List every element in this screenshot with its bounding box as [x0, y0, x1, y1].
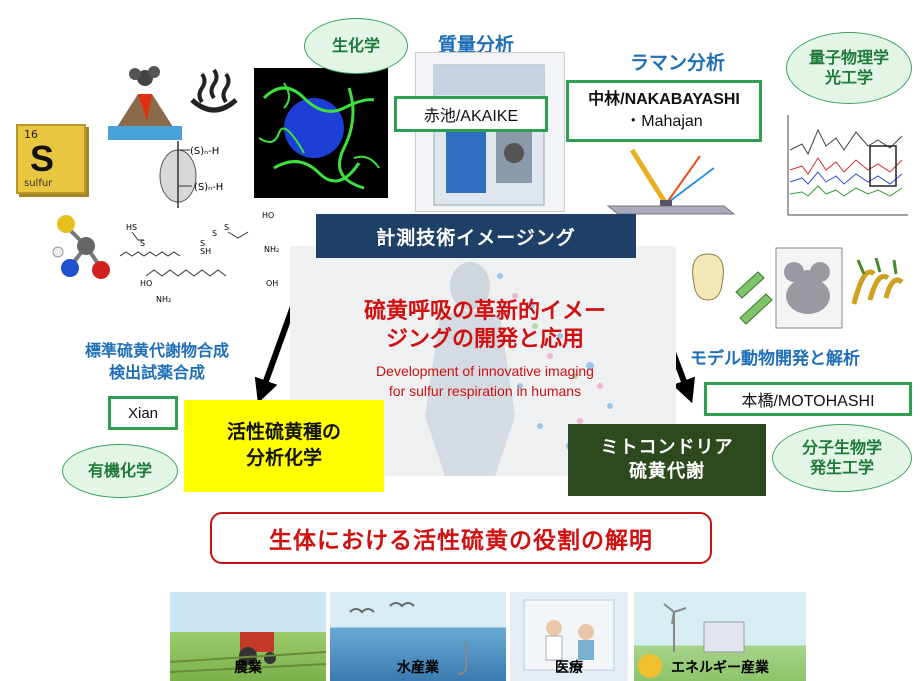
cysteine-3d-model: [46, 206, 114, 286]
svg-text:NH₂: NH₂: [156, 295, 171, 304]
sulfur-symbol: S: [30, 138, 55, 179]
center-jp-line2: ジングの開発と応用: [385, 326, 584, 352]
svg-text:HO: HO: [140, 279, 152, 288]
label-nakabayashi: 中林/NAKABAYASHI ・Mahajan: [566, 80, 762, 142]
sector-energy: エネルギー産業: [634, 592, 806, 681]
volcano-icon: [108, 66, 182, 140]
raman-spectrum-chart: [778, 110, 912, 226]
label-motohashi: 本橋/MOTOHASHI: [704, 382, 912, 416]
mass-spec-title: 質量分析: [438, 34, 515, 56]
center-en-line2: for sulfur respiration in humans: [388, 383, 582, 400]
svg-text:S: S: [200, 239, 205, 248]
bubble-quantum-physics: 量子物理学 光工学: [786, 32, 912, 104]
bubble-quantum-line2: 光工学: [824, 68, 873, 87]
synthesis-text: 標準硫黄代謝物合成 検出試薬合成: [52, 340, 262, 385]
sector-fisheries-label: 水産業: [397, 660, 439, 676]
sector-energy-label: エネルギー産業: [671, 660, 769, 676]
sulfur-element-tile: 16 S sulfur: [16, 124, 86, 194]
svg-text:OH: OH: [266, 279, 278, 288]
raman-optics-diagram: [604, 142, 736, 220]
mass-spectrometer-image: [415, 52, 565, 212]
bubble-molecular-biology: 分子生物学 発生工学: [772, 424, 912, 492]
center-title-block: 硫黄呼吸の革新的イメー ジングの開発と応用 Development of inn…: [310, 298, 660, 402]
synthesis-line2: 検出試薬合成: [108, 363, 205, 383]
bubble-organic-chemistry: 有機化学: [62, 444, 178, 498]
model-animal-title: モデル動物開発と解析: [690, 349, 860, 369]
svg-text:SH: SH: [200, 247, 211, 256]
bubble-molbio-line2: 発生工学: [809, 458, 874, 477]
raman-title: ラマン分析: [630, 52, 726, 74]
label-akaike: 赤池/AKAIKE: [394, 96, 548, 132]
yellow-box-line2: 分析化学: [245, 447, 322, 469]
bubble-biochemistry: 生化学: [304, 18, 408, 74]
sulfur-name: sulfur: [24, 178, 53, 189]
sulfur-atomic-number: 16: [24, 128, 38, 141]
svg-text:S: S: [140, 239, 145, 248]
svg-text:(S)ₙ-H: (S)ₙ-H: [194, 182, 223, 193]
svg-text:NH₂: NH₂: [264, 245, 279, 254]
sector-agriculture-label: 農業: [234, 660, 262, 676]
box-active-sulfur-analytical-chemistry: 活性硫黄種の 分析化学: [184, 400, 384, 492]
sector-agriculture: 農業: [170, 592, 326, 681]
yellow-box-line1: 活性硫黄種の: [226, 421, 341, 444]
box-imaging-technology: 計測技術イメージング: [316, 214, 636, 258]
sector-fisheries: 水産業: [330, 592, 506, 681]
model-animals-illustration: [692, 247, 904, 329]
nakabayashi-line1: 中林/NAKABAYASHI: [588, 91, 740, 109]
goal-box: 生体における活性硫黄の役割の解明: [210, 512, 712, 564]
svg-text:S: S: [224, 223, 229, 232]
box-mitochondria-sulfur-metabolism: ミトコンドリア 硫黄代謝: [568, 424, 766, 496]
nakabayashi-line2: ・Mahajan: [625, 113, 703, 130]
svg-text:HO: HO: [262, 211, 274, 220]
bubble-quantum-line1: 量子物理学: [808, 48, 889, 67]
sector-medical: 医療: [510, 592, 628, 681]
synthesis-line1: 標準硫黄代謝物合成: [84, 341, 229, 360]
green-box-line2: 硫黄代謝: [629, 461, 705, 482]
center-jp-line1: 硫黄呼吸の革新的イメー: [363, 299, 606, 324]
bubble-molbio-line1: 分子生物学: [801, 438, 882, 457]
center-en-line1: Development of innovative imaging: [376, 363, 594, 379]
svg-text:S: S: [212, 229, 217, 238]
svg-text:HS: HS: [126, 223, 137, 232]
label-xian: Xian: [108, 396, 178, 430]
svg-text:(S)ₙ-H: (S)ₙ-H: [190, 146, 219, 157]
protein-persulfide-diagram: (S)ₙ-H (S)ₙ-H: [150, 136, 230, 212]
green-box-line1: ミトコンドリア: [600, 436, 734, 458]
sector-medical-label: 医療: [555, 660, 583, 676]
mitochondria-image: [254, 68, 388, 198]
hot-spring-icon: [190, 68, 238, 113]
